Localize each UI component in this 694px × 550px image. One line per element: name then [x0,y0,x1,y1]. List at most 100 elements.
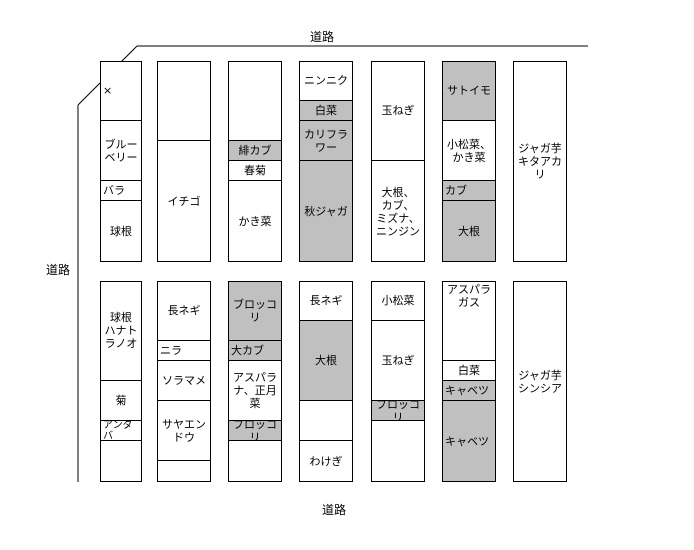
bed-cell-label: イチゴ [167,195,201,208]
bed-cell: 秋ジャガ [300,161,352,261]
bed-bottom-6: アスパラ ガス白菜キャベツキャベツブロッコリ [442,281,496,482]
bed-cell-label: 球根 ハナト ラノオ [104,311,138,350]
bed-cell: カブ [443,181,495,201]
bed-cell [372,421,424,481]
bed-cell: アンダ バ [101,421,141,441]
bed-bottom-7: ジャガ芋 シンシア [513,281,567,482]
bed-bottom-5: 小松菜玉ねぎブロッコリ [371,281,425,482]
bed-cell-label: 緋カブ [238,144,272,157]
bed-cell-label: わけぎ [309,455,343,468]
bed-cell-label: 白菜 [458,364,480,377]
road-label-left: 道路 [46,263,71,277]
bed-cell: ジャガ芋 シンシア [514,282,566,481]
bed-cell-label: ニンニク [304,74,348,87]
bed-cell: 玉ねぎ [372,321,424,401]
bed-top-4: ニンニク白菜カリフラ ワー秋ジャガ [299,61,353,262]
bed-cell-label: 小松菜 [381,294,415,307]
bed-cell: ブルー ベリー [101,121,141,181]
bed-cell-label: ジャガ芋 キタアカ リ [518,142,562,181]
bed-cell: ジャガ芋 キタアカ リ [514,62,566,261]
bed-cell [229,62,281,141]
bed-cell [101,441,141,481]
bed-cell-label: 玉ねぎ [381,104,415,117]
bed-cell: イチゴ [158,141,210,261]
bed-cell: ブロッコリ [372,401,424,421]
bed-cell: バラ [101,181,141,201]
bed-cell: サトイモ [443,62,495,121]
bed-cell: 白菜 [443,361,495,381]
bed-cell-label: ソラマメ [162,374,206,387]
bed-cell-label: キャベツ [445,384,489,397]
bed-cell-label: 小松菜、 かき菜 [447,137,491,164]
bed-bottom-4: 長ネギ大根わけぎ [299,281,353,482]
bed-cell-label: アスパラ ガス [447,283,491,309]
bed-cell: アスパラ ガス [443,282,495,361]
bed-cell-label: 菊 [115,394,127,407]
bed-cell-label: カリフラ ワー [304,127,348,154]
bed-cell-label: アンダ バ [103,421,133,441]
bed-cell: 大根、 カブ、 ミズナ、 ニンジン [372,161,424,261]
bed-cell: サヤエン ドウ [158,401,210,461]
bed-cell [158,461,210,481]
bed-cell-label: ジャガ芋 シンシア [518,368,562,395]
bed-cell [300,401,352,441]
road-label-top: 道路 [310,30,335,44]
bed-cell: × [101,62,141,121]
bed-cell-label: サトイモ [447,84,491,97]
bed-top-5: 玉ねぎ大根、 カブ、 ミズナ、 ニンジン [371,61,425,262]
bed-cell: 緋カブ [229,141,281,161]
bed-cell [158,62,210,141]
bed-cell: キャベツ [443,401,495,481]
bed-cell-label: かき菜 [238,214,272,228]
bed-cell-label: 大根 [315,354,337,367]
bed-cell: 玉ねぎ [372,62,424,161]
bed-cell-label: 春菊 [244,164,266,177]
bed-cell-label: ブロッコリ [233,297,277,324]
road-label-bottom: 道路 [322,503,347,517]
bed-bottom-1: 球根 ハナト ラノオ菊アンダ バ [100,281,142,482]
bed-cell: カリフラ ワー [300,121,352,161]
bed-cell-label: × [103,84,113,97]
bed-cell: ニンニク [300,62,352,101]
bed-cell-label: 長ネギ [309,294,343,307]
bed-cell: 球根 ハナト ラノオ [101,282,141,381]
bed-top-6: サトイモ小松菜、 かき菜カブ大根 [442,61,496,262]
bed-cell: 小松菜 [372,282,424,321]
bed-cell [229,441,281,481]
bed-cell-label: バラ [103,184,125,197]
bed-cell-label: 秋ジャガ [304,205,348,218]
bed-cell: わけぎ [300,441,352,481]
bed-cell: ブロッコリ [229,421,281,441]
bed-cell: 菊 [101,381,141,421]
bed-top-1: × ブルー ベリーバラ球根 [100,61,142,262]
bed-top-3: 緋カブ春菊かき菜白菜 [228,61,282,262]
bed-cell: かき菜 [229,181,281,261]
bed-cell: 大根 [300,321,352,401]
bed-cell-label: アスパラ ナ、正月 菜 [233,371,277,410]
bed-top-7: ジャガ芋 キタアカ リ [513,61,567,262]
bed-cell: キャベツ [443,381,495,401]
bed-top-2: イチゴ [157,61,211,262]
bed-cell: ソラマメ [158,361,210,401]
bed-cell: アスパラ ナ、正月 菜 [229,361,281,421]
bed-cell: 小松菜、 かき菜 [443,121,495,181]
bed-cell: 春菊 [229,161,281,181]
bed-cell: 長ネギ [158,282,210,341]
bed-cell-label: ニラ [160,344,182,357]
bed-bottom-3: ブロッコリ大カブアスパラ ナ、正月 菜ブロッコリ [228,281,282,482]
bed-cell-label: キャベツ [445,434,489,448]
bed-cell-label: 大根 [458,225,480,238]
bed-cell-label: 球根 [110,225,132,238]
bed-cell: 大根 [443,201,495,261]
bed-cell-label: 大根、 カブ、 ミズナ、 ニンジン [376,185,420,238]
bed-cell-label: 長ネギ [167,304,201,317]
bed-cell-label: ブロッコリ [233,421,277,441]
bed-cell: 長ネギ [300,282,352,321]
bed-cell-label: カブ [445,184,467,197]
bed-cell-label: ブルー ベリー [104,137,138,164]
bed-bottom-2: 長ネギニラソラマメサヤエン ドウ [157,281,211,482]
bed-cell-label: 玉ねぎ [381,354,415,367]
bed-cell: ブロッコリ [229,282,281,341]
bed-cell-label: サヤエン ドウ [162,417,206,444]
bed-cell-label: 大カブ [231,344,264,357]
